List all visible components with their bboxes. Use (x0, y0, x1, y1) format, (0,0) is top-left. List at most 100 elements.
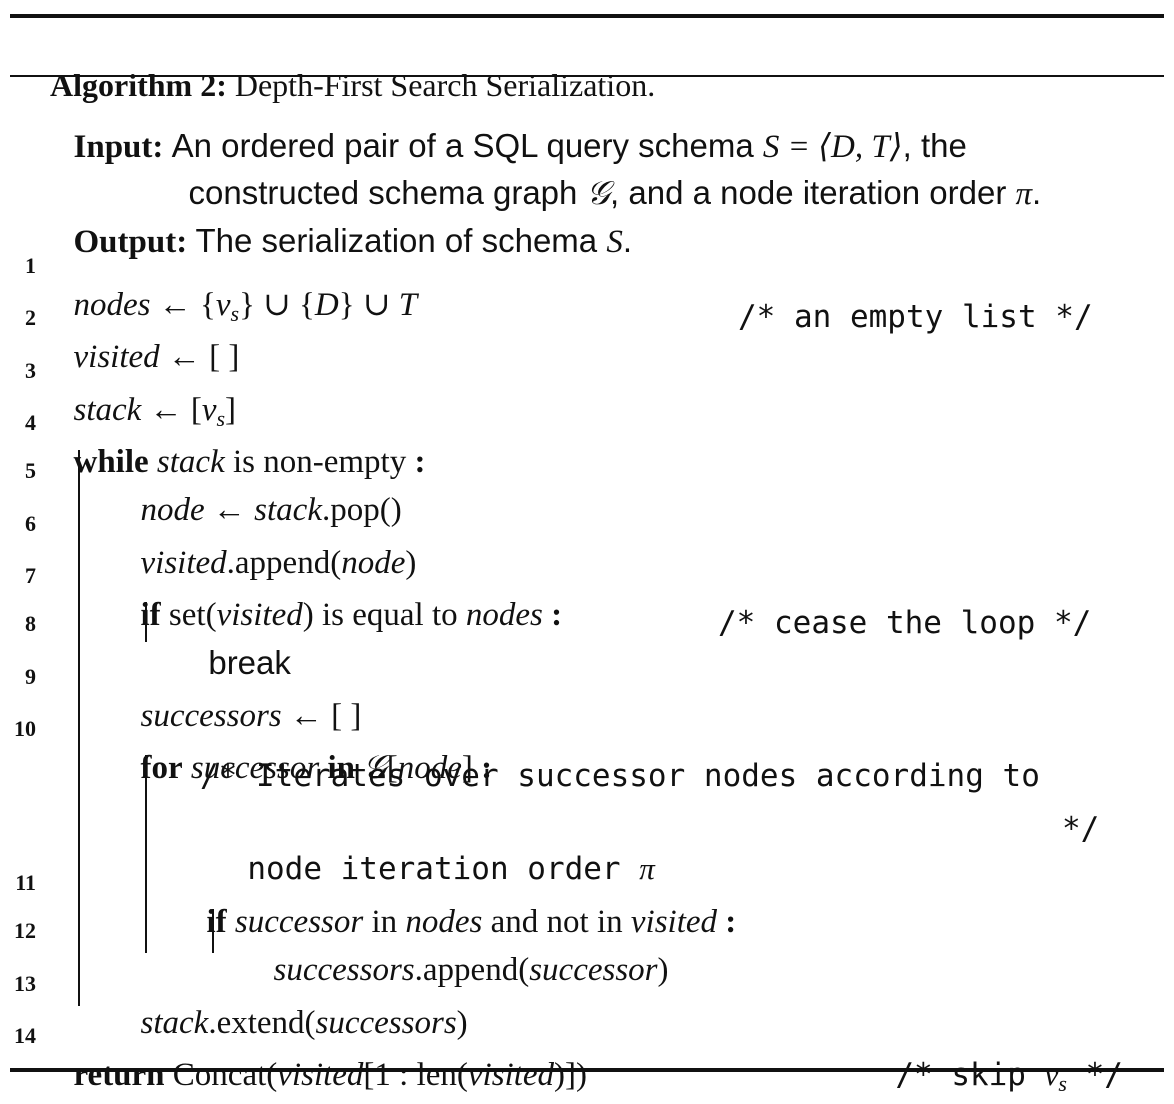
code-token: )]) (554, 1057, 588, 1093)
input-line-1: Input: An ordered pair of a SQL query sc… (57, 86, 967, 167)
line-number: 3 (25, 358, 36, 383)
code-token: . (1032, 174, 1042, 211)
code-token: while (73, 444, 149, 480)
code-token: node (341, 545, 406, 581)
code-token: .append( (414, 952, 530, 988)
code-token: successor (234, 904, 364, 940)
code-token: ← (204, 492, 255, 528)
code-token: nodes (465, 597, 543, 633)
comment-end-marker: */ (1062, 811, 1100, 847)
code-token: if (206, 904, 227, 940)
code-token: 𝒢 (363, 750, 387, 786)
code-token: s (230, 301, 240, 326)
code-token: v (201, 392, 217, 428)
line-number: 13 (14, 971, 36, 996)
code-token: visited (216, 597, 303, 633)
code-token: D (314, 287, 339, 323)
comment-skip-vs: /* skip vs */ (858, 1015, 1123, 1104)
code-token: .pop() (321, 492, 402, 528)
code-token: 𝒢 (586, 176, 611, 212)
code-token: s (1058, 1071, 1067, 1096)
code-token: ← [ ] (159, 339, 240, 375)
code-token: S = ⟨D, T⟩ (762, 129, 903, 165)
code-token: ← { (150, 287, 216, 323)
code-token: stack (73, 392, 142, 428)
comment-iterates-line-2: node iteration order π (210, 809, 654, 889)
code-line-12: successors.append(successor) (257, 910, 669, 990)
code-token: ) (405, 545, 417, 581)
code-token: if (140, 597, 161, 633)
code-token: s (216, 406, 226, 431)
code-token: v (1044, 1057, 1059, 1092)
code-line-11: if successor in nodes and not in visited… (190, 862, 737, 942)
code-token: return (73, 1057, 165, 1093)
code-line-9: successors ← [ ] (124, 656, 362, 736)
code-line-5: node ← stack.pop() (124, 450, 402, 530)
algorithm-title: Depth-First Search Serialization. (234, 67, 656, 103)
code-token: and not in (482, 904, 631, 940)
bottom-rule (10, 1068, 1164, 1072)
code-token: break (208, 644, 291, 681)
code-token: [1 : len( (363, 1057, 468, 1093)
code-token: [ (386, 750, 398, 786)
algorithm-header: Algorithm 2: Depth-First Search Serializ… (34, 25, 655, 105)
code-token: successors (140, 698, 282, 734)
header-rule (10, 75, 1164, 77)
code-token: .append( (226, 545, 342, 581)
line-number: 6 (25, 511, 36, 536)
line-number: 9 (25, 664, 36, 689)
line-number: 11 (15, 870, 36, 895)
code-token: successors (315, 1005, 457, 1041)
code-token: ) (456, 1005, 468, 1041)
code-token: stack (156, 444, 225, 480)
code-token: Concat( (164, 1057, 278, 1093)
line-number: 10 (14, 716, 36, 741)
code-line-8: break (190, 603, 291, 683)
line-number: 4 (25, 410, 36, 435)
code-token: stack (140, 1005, 209, 1041)
code-token: , the (902, 127, 967, 164)
code-token: successor (190, 750, 320, 786)
for-block-bar (145, 755, 147, 953)
algorithm-label: Algorithm 2: (50, 67, 227, 103)
code-token: ] (461, 750, 473, 786)
code-token: : (414, 444, 426, 480)
code-line-14: return Concat(visited[1 : len(visited)]) (57, 1015, 588, 1095)
comment-iterates-line-1: /* Iterates over successor nodes accordi… (200, 758, 1040, 794)
code-token: .extend( (208, 1005, 316, 1041)
code-token: visited (277, 1057, 364, 1093)
code-token: The serialization of schema (195, 222, 607, 259)
line-number: 1 (25, 253, 36, 278)
line-number: 12 (14, 918, 36, 943)
code-token: } ∪ (338, 287, 399, 323)
code-line-1: nodes ← {vs} ∪ {D} ∪ T (57, 245, 418, 334)
code-token: : (481, 750, 493, 786)
code-token: ) (657, 952, 669, 988)
code-token: S (606, 224, 623, 260)
code-token: nodes (73, 287, 151, 323)
code-token: ← [ ] (281, 698, 362, 734)
code-token: T (398, 287, 418, 323)
output-line: Output: The serialization of schema S. (57, 181, 632, 262)
code-token: ) is equal to (302, 597, 466, 633)
code-token: visited (630, 904, 718, 940)
code-token: is non-empty (224, 444, 415, 480)
code-token: node (397, 750, 462, 786)
code-token: nodes (405, 904, 483, 940)
code-line-4: while stack is non-empty : (57, 402, 426, 482)
if-block-bar (145, 602, 147, 642)
code-token: in (363, 904, 406, 940)
code-line-3: stack ← [vs] (57, 350, 237, 439)
code-token: constructed schema graph (188, 174, 587, 211)
code-token: in (327, 750, 355, 786)
code-token: for (140, 750, 183, 786)
input-line-2: constructed schema graph 𝒢, and a node i… (172, 133, 1042, 214)
code-token: ← [ (141, 392, 202, 428)
code-line-7: if set(visited) is equal to nodes : (124, 555, 563, 635)
input-label: Input: (73, 129, 164, 165)
code-token: visited (73, 339, 160, 375)
top-rule (10, 14, 1164, 18)
code-token: set( (160, 597, 217, 633)
line-number: 5 (25, 458, 36, 483)
code-token: successors (273, 952, 415, 988)
